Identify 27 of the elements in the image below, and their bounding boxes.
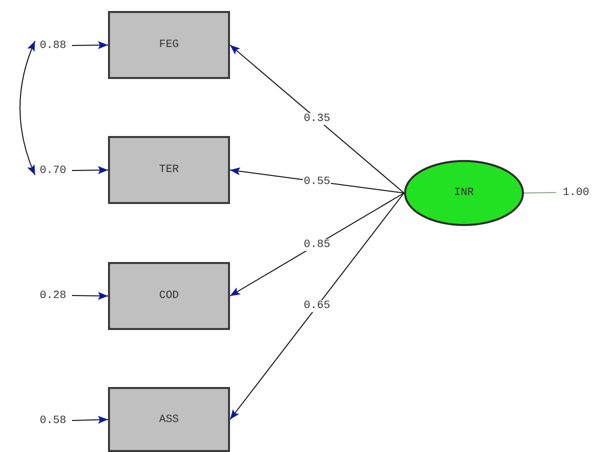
variable-name: INR — [454, 187, 474, 199]
variable-name: COD — [159, 290, 179, 302]
arrow — [230, 192, 404, 420]
arrow — [230, 44, 404, 194]
variable-name: ASS — [159, 414, 179, 426]
edge-label: 0.65 — [302, 300, 332, 312]
value-label: 0.28 — [40, 290, 66, 302]
value-label: 0.88 — [40, 40, 66, 52]
arrow — [72, 166, 108, 174]
variable-box — [108, 11, 230, 79]
variable-box — [108, 262, 230, 330]
curved-double-arrow — [20, 40, 36, 176]
edge-label: 0.55 — [302, 176, 332, 188]
edge-label: 0.85 — [302, 238, 332, 250]
value-label: 0.58 — [40, 414, 66, 426]
value-label: 1.00 — [562, 186, 590, 198]
value-label: 0.70 — [40, 164, 66, 176]
arrow — [72, 41, 108, 50]
arrow — [230, 192, 404, 296]
variable-name: FEG — [159, 39, 179, 51]
arrow — [72, 292, 108, 300]
edge-label: 0.35 — [302, 113, 332, 125]
variable-box — [108, 387, 230, 452]
variable-box — [108, 136, 230, 204]
arrow — [72, 416, 108, 424]
variable-name: TER — [159, 164, 179, 176]
connector-line — [524, 192, 556, 194]
